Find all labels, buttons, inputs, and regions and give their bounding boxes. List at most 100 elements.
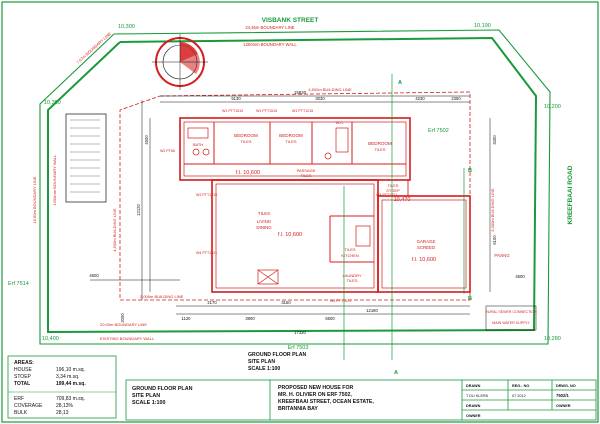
tb-reg-value: 07 2012 xyxy=(512,394,526,398)
areas-heading: AREAS: xyxy=(14,360,34,366)
dim-right-b: 6100 xyxy=(492,235,497,245)
window-tag: W4 PTT1521 xyxy=(196,251,217,255)
title-drawing-2: SITE PLAN xyxy=(132,393,160,399)
stat-row-label: COVERAGE xyxy=(14,403,43,409)
tb-owner-label: OWNER xyxy=(556,404,571,408)
notes-box xyxy=(65,113,107,203)
room-tiles: TILES xyxy=(258,211,270,216)
dim-top-d: 2350 xyxy=(451,96,461,101)
dim-bottom-a: 3900 xyxy=(245,316,255,321)
level-bottom-left: 10,400 xyxy=(42,336,59,342)
label-right-building: 3,000m BUILDING LINE xyxy=(490,188,495,232)
street-name: VISBANK STREET xyxy=(262,17,319,24)
room-bedroom-1: BEDROOM xyxy=(234,133,258,138)
title-project-2: MR. H. OLIVIER ON ERF 7502, xyxy=(278,392,352,398)
north-arrow-compass xyxy=(152,34,208,90)
title-project-3: KREEFBAAI STREET, OCEAN ESTATE, xyxy=(278,399,374,405)
room-kitchen: KITCHEN xyxy=(341,253,359,258)
internal-walls xyxy=(184,122,406,263)
window-tag: W3 PTT1215 xyxy=(196,193,217,197)
level-mid-left: 10,350 xyxy=(44,100,61,106)
stat-row-value: 28,13% xyxy=(56,403,74,409)
areas-table xyxy=(7,355,117,419)
label-top-wall: 1200mm BOUNDARY WALL xyxy=(243,42,297,47)
tb-reg-label: REG.: NO xyxy=(512,384,529,388)
room-paving: PAVING xyxy=(494,253,509,258)
section-lines xyxy=(343,74,465,360)
tb-drawn-label: DRAWN xyxy=(466,384,481,388)
note-main-water: MAIN WATER SUPPLY xyxy=(492,321,530,325)
title-block xyxy=(125,379,597,421)
dim-top-c: 4230 xyxy=(415,96,425,101)
section-a-marker: A xyxy=(398,80,402,86)
room-stoep: STOEP xyxy=(386,188,400,193)
title-project-1: PROPOSED NEW HOUSE FOR xyxy=(278,385,353,391)
label-left-wall: 1200mm BOUNDARY WALL xyxy=(52,154,57,206)
area-row-value: 196,10 m.sq. xyxy=(56,367,85,373)
dim-bottom-e: 6500 xyxy=(325,316,335,321)
dim-right-c: 4500 xyxy=(515,274,525,279)
stat-row-label: ERF xyxy=(14,396,24,402)
dim-left-b: 12120 xyxy=(136,204,141,216)
note-rural-sewer: RURAL SEWER CONNECTION xyxy=(485,310,537,314)
plan-title-2: SITE PLAN xyxy=(248,359,275,365)
building-lines xyxy=(119,91,471,301)
house-walls xyxy=(179,117,471,293)
window-tag: W1 PTT1515 xyxy=(256,109,277,113)
room-dining: DINING xyxy=(256,225,272,230)
area-row-label: HOUSE xyxy=(14,367,32,373)
area-row-label: STOEP xyxy=(14,374,32,380)
room-bedroom-3: BEDROOM xyxy=(368,141,392,146)
room-bedroom-3-finish: TILES xyxy=(374,147,385,152)
label-bottom-boundary: 20,00m BOUNDARY LINE xyxy=(100,322,147,327)
stat-row-value: 28,13 xyxy=(56,410,69,416)
room-garage: GARAGE xyxy=(417,239,436,244)
dim-bottom-f: 17330 xyxy=(294,330,306,335)
section-b-marker: B xyxy=(468,168,472,174)
section-a-marker-bottom: A xyxy=(394,370,398,376)
stat-row-label: BULK xyxy=(14,410,28,416)
dim-bottom-d: 12180 xyxy=(366,308,378,313)
level-bedrooms: f.l. 10,600 xyxy=(236,170,260,176)
tb-owner-label-bottom: OWNER xyxy=(466,414,481,418)
site-boundary xyxy=(39,29,551,345)
label-top-boundary: 24,45m BOUNDARY LINE xyxy=(245,25,294,30)
erf-bottom: Erf 7503 xyxy=(288,345,309,351)
room-passage-finish: TILES xyxy=(300,173,311,178)
window-tag: W5 PTT1021 xyxy=(330,299,351,303)
area-row-label: TOTAL xyxy=(14,381,30,387)
room-laundry-finish: TILES xyxy=(346,278,357,283)
title-drawing-3: SCALE 1:100 xyxy=(132,400,166,406)
plan-title-1: GROUND FLOOR PLAN xyxy=(248,352,306,358)
label-top-building: 4,500m BUILDING LINE xyxy=(308,87,352,92)
tb-checked-label: DRAWN xyxy=(466,404,481,408)
level-garage: f.l. 10,600 xyxy=(412,257,436,263)
dim-top-b: 3030 xyxy=(315,96,325,101)
window-tag: W1 PTT1215 xyxy=(292,109,313,113)
room-passage: PASSAGE xyxy=(297,168,316,173)
erf-left: Erf 7514 xyxy=(8,281,29,287)
label-bottom-building: 2,000m BUILDING LINE xyxy=(140,294,184,299)
dim-left-a: 4500 xyxy=(144,135,149,145)
section-b-marker-bottom: B xyxy=(468,296,472,302)
window-tag: W1 PTT1515 xyxy=(222,109,243,113)
bathroom-fixtures xyxy=(187,127,371,285)
level-mid-right: 10,200 xyxy=(544,104,561,110)
level-top-left: 10,300 xyxy=(118,24,135,30)
label-bottom-wall: EXISTING BOUNDARY WALL xyxy=(100,336,155,341)
dim-bottom-b: 2170 xyxy=(207,300,217,305)
level-bottom-right: 10,280 xyxy=(544,336,561,342)
label-left-building: 4,500m BUILDING LINE xyxy=(112,208,117,252)
dim-bottom-g: 1120 xyxy=(181,316,191,321)
road-name: KREEFBAAI ROAD xyxy=(567,165,574,224)
tb-dwg-label: DRWG. NO xyxy=(556,384,576,388)
room-bedroom-2-finish: TILES xyxy=(285,139,296,144)
services xyxy=(485,305,537,331)
area-row-value: 199,44 m.sq. xyxy=(56,381,86,387)
room-bath: BATH xyxy=(193,142,203,147)
room-wc: W.C. xyxy=(336,120,345,125)
room-kitchen-finish: TILES xyxy=(344,247,355,252)
title-project-4: BRITANNIA BAY xyxy=(278,406,318,412)
room-bedroom-1-finish: TILES xyxy=(240,139,251,144)
